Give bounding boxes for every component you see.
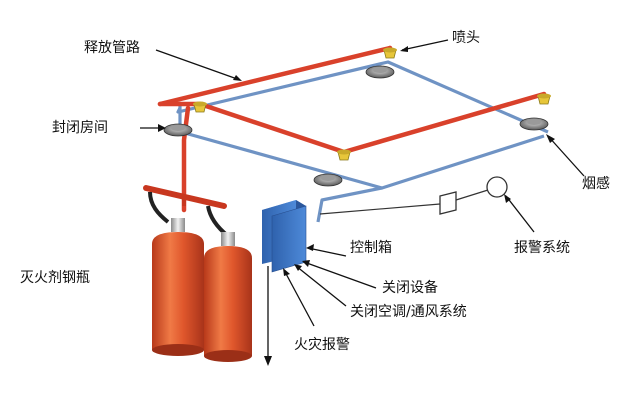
agent-cylinders xyxy=(152,218,252,362)
arrowhead-nozzle xyxy=(400,46,408,52)
smoke-sensor-front xyxy=(313,173,343,187)
label-release-pipe: 释放管路 xyxy=(84,40,140,56)
smoke-sensor-top xyxy=(365,65,395,79)
arrowhead-close-equipment xyxy=(302,260,310,267)
label-agent-cylinders: 灭火剂钢瓶 xyxy=(20,270,90,286)
label-nozzle: 喷头 xyxy=(452,30,480,46)
release-pipe-upper xyxy=(157,45,393,107)
label-control-box: 控制箱 xyxy=(350,240,392,256)
cylinder-manifold xyxy=(143,185,230,238)
arrowhead-release-pipe xyxy=(233,75,242,81)
label-alarm-system: 报警系统 xyxy=(514,240,570,256)
release-pipe-downcomer xyxy=(181,105,191,213)
arrowhead-fire-alarm xyxy=(283,268,290,276)
cylinder-front xyxy=(204,232,252,362)
arrow-smoke-sensor xyxy=(547,135,585,177)
sensor-line-front xyxy=(173,128,545,190)
nozzle-center xyxy=(337,149,351,161)
label-fire-alarm: 火灾报警 xyxy=(294,337,350,353)
arrow-fire-alarm xyxy=(283,269,315,327)
cylinder-back xyxy=(152,218,204,356)
arrow-release-pipe xyxy=(155,49,241,81)
sensor-line-back xyxy=(176,60,549,134)
arrowhead-control-box xyxy=(306,244,314,251)
callout-arrows xyxy=(140,39,585,362)
release-pipe-lower xyxy=(197,91,547,155)
alarm-line-1 xyxy=(319,203,441,215)
smoke-sensors xyxy=(163,65,549,187)
control-box xyxy=(262,200,307,273)
nozzle-right xyxy=(537,93,551,105)
arrow-close-hvac xyxy=(295,265,347,307)
sensor-line-to-control-box xyxy=(316,186,383,223)
nozzle-top xyxy=(383,47,397,59)
alarm-line-2 xyxy=(455,189,489,201)
smoke-sensor-right xyxy=(519,117,549,131)
smoke-sensor-left xyxy=(163,123,193,137)
arrow-nozzle xyxy=(401,39,449,51)
alarm-signal-chain xyxy=(319,176,508,215)
arrow-alarm-system xyxy=(505,195,535,233)
arrowhead-close-hvac xyxy=(294,264,302,271)
label-smoke-sensor: 烟感 xyxy=(582,176,610,192)
nozzle-left xyxy=(193,101,207,113)
arrow-close-equipment xyxy=(303,261,377,289)
arrowhead-down xyxy=(264,356,272,366)
label-sealed-room: 封闭房间 xyxy=(52,120,108,136)
arrowhead-alarm-system xyxy=(504,194,511,203)
alarm-bell-circle xyxy=(486,176,508,198)
label-close-equipment: 关闭设备 xyxy=(382,280,438,296)
label-close-hvac: 关闭空调/通风系统 xyxy=(350,304,467,320)
arrowhead-smoke-sensor xyxy=(546,134,555,143)
arrow-control-box xyxy=(307,247,347,257)
sensor-signal-lines xyxy=(173,60,549,223)
arrowheads xyxy=(158,46,555,366)
arrowhead-sealed-room xyxy=(158,124,166,132)
alarm-relay-box xyxy=(439,191,457,215)
nozzles xyxy=(193,47,551,161)
